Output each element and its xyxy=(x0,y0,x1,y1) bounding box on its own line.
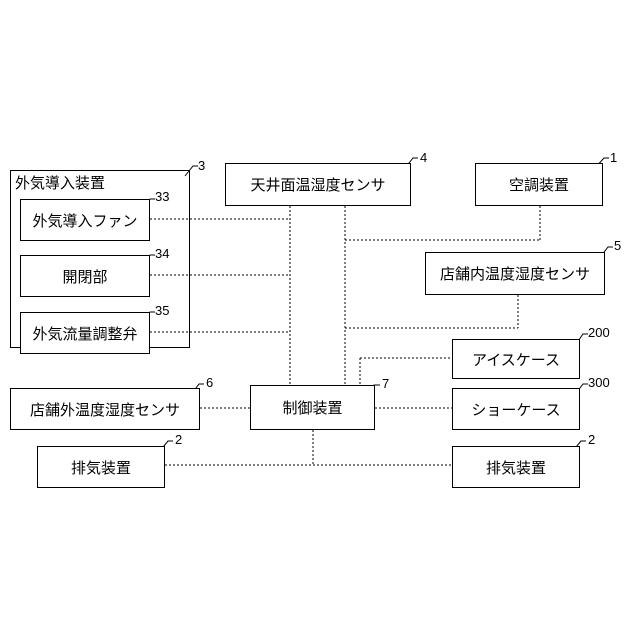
ref-indoor-sensor: 5 xyxy=(614,238,621,253)
ref-air-conditioner: 1 xyxy=(610,150,617,165)
ceiling-sensor-box: 天井面温湿度センサ xyxy=(225,163,411,206)
outdoor-sensor-box: 店舗外温度湿度センサ xyxy=(10,388,200,430)
ref-ceiling-sensor: 4 xyxy=(420,150,427,165)
ref-ice-case: 200 xyxy=(588,325,610,340)
controller-box: 制御装置 xyxy=(250,385,375,430)
exhaust-left-box: 排気装置 xyxy=(37,446,165,488)
ref-shutter: 34 xyxy=(155,246,169,261)
ref-outdoor-air-unit: 3 xyxy=(198,158,205,173)
exhaust-right-box: 排気装置 xyxy=(452,446,580,488)
outdoor-air-unit-title: 外気導入装置 xyxy=(15,172,105,193)
show-case-box: ショーケース xyxy=(452,388,580,430)
ref-outdoor-air-valve: 35 xyxy=(155,303,169,318)
ref-outdoor-sensor: 6 xyxy=(206,375,213,390)
ice-case-box: アイスケース xyxy=(452,339,580,379)
outdoor-air-fan-box: 外気導入ファン xyxy=(20,199,150,241)
shutter-box: 開閉部 xyxy=(20,255,150,297)
outdoor-air-valve-box: 外気流量調整弁 xyxy=(20,312,150,354)
indoor-sensor-box: 店舗内温度湿度センサ xyxy=(425,252,605,295)
ref-exhaust-right: 2 xyxy=(588,432,595,447)
air-conditioner-box: 空調装置 xyxy=(475,163,603,206)
ref-controller: 7 xyxy=(382,376,389,391)
ref-show-case: 300 xyxy=(588,375,610,390)
ref-outdoor-air-fan: 33 xyxy=(155,189,169,204)
ref-exhaust-left: 2 xyxy=(175,432,182,447)
